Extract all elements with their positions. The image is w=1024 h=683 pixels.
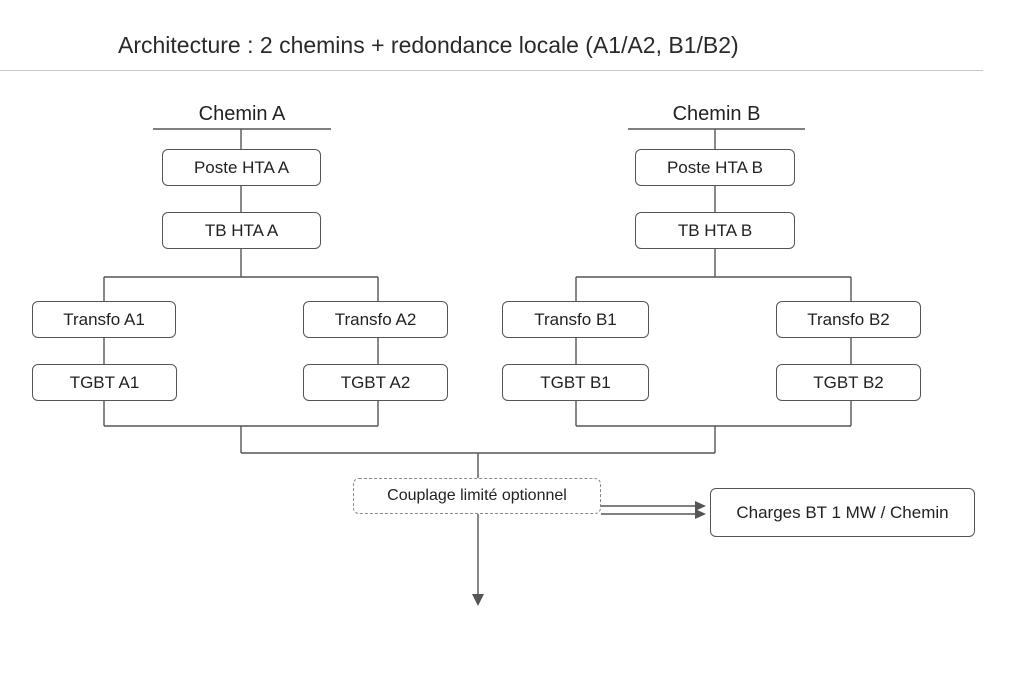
node-loads: Charges BT 1 MW / Chemin <box>710 488 975 537</box>
node-tgbt-b1: TGBT B1 <box>502 364 649 401</box>
node-transfo-a2: Transfo A2 <box>303 301 448 338</box>
arrowhead-loads-1 <box>695 501 706 511</box>
node-transfo-b1: Transfo B1 <box>502 301 649 338</box>
node-poste-hta-b: Poste HTA B <box>635 149 795 186</box>
node-transfo-b2: Transfo B2 <box>776 301 921 338</box>
page-title: Architecture : 2 chemins + redondance lo… <box>118 32 739 58</box>
node-transfo-a1: Transfo A1 <box>32 301 176 338</box>
node-tb-hta-a: TB HTA A <box>162 212 321 249</box>
arrowhead-loads-2 <box>695 509 706 519</box>
heading-chemin-b: Chemin B <box>672 103 761 125</box>
node-tgbt-a2: TGBT A2 <box>303 364 448 401</box>
node-coupling: Couplage limité optionnel <box>353 478 601 514</box>
heading-chemin-a: Chemin A <box>198 103 286 125</box>
node-poste-hta-a: Poste HTA A <box>162 149 321 186</box>
node-tgbt-b2: TGBT B2 <box>776 364 921 401</box>
connectors <box>103 128 852 596</box>
node-tb-hta-b: TB HTA B <box>635 212 795 249</box>
node-tgbt-a1: TGBT A1 <box>32 364 177 401</box>
title-divider <box>0 70 983 71</box>
arrowhead-down <box>472 594 484 606</box>
